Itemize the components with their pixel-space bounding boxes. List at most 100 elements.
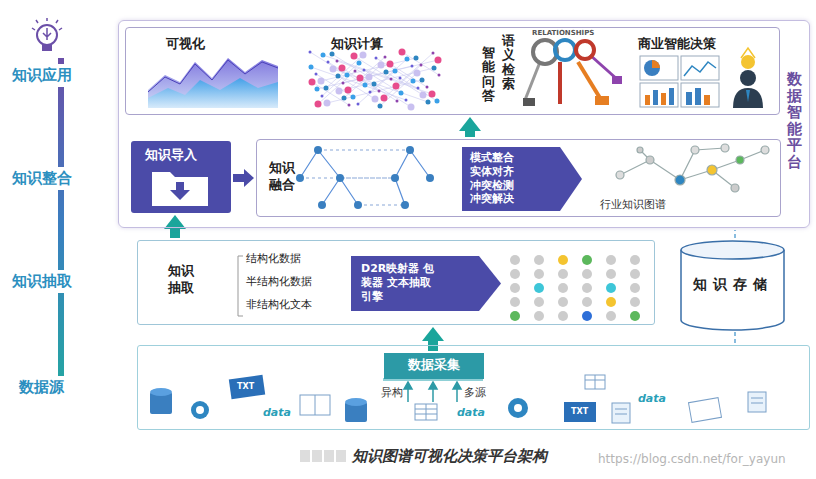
network-icon	[357, 61, 362, 66]
bulb-icon	[37, 25, 57, 45]
network-icon	[315, 101, 322, 108]
network-icon	[327, 80, 422, 103]
industry-graph-icon	[650, 160, 680, 180]
network-icon	[381, 95, 388, 102]
network-icon	[399, 91, 404, 96]
network-icon	[309, 79, 316, 86]
industry-graph-icon	[707, 165, 717, 175]
entity-dot-grid	[558, 269, 568, 279]
network-icon	[370, 59, 407, 92]
industry-graph-icon	[712, 160, 740, 170]
level-label: 知识应用	[10, 64, 74, 87]
entity-dot-grid	[534, 297, 544, 307]
network-icon	[348, 104, 351, 107]
source-box: TXTdata异构多源dataTXTdata数据采集	[137, 345, 810, 430]
bi-dashboard-icon	[686, 92, 692, 105]
source-icons	[426, 404, 427, 420]
source-icons	[585, 375, 605, 389]
connector-arrow	[734, 230, 735, 238]
bi-dashboard-icon	[653, 90, 658, 105]
source-icons	[300, 395, 330, 415]
caption-blur	[324, 450, 334, 462]
source-icons	[564, 402, 596, 422]
network-icon	[408, 104, 415, 111]
bi-dashboard-icon	[644, 60, 660, 76]
entity-dot-grid	[606, 269, 616, 279]
node-text: data	[457, 406, 485, 420]
network-icon	[390, 78, 393, 81]
network-icon	[363, 83, 368, 88]
node-text: 可视化	[166, 36, 205, 52]
keys-icon	[590, 55, 618, 80]
network-icon	[321, 95, 324, 98]
industry-graph-icon	[616, 144, 769, 192]
caption: 知识图谱可视化决策平台架构	[352, 447, 547, 466]
entity-dot-grid	[582, 283, 592, 293]
source-icons	[345, 402, 367, 422]
network-icon	[390, 64, 427, 87]
network-icon	[364, 70, 401, 93]
connector-arrow	[734, 332, 735, 343]
network-icon	[378, 62, 385, 69]
network-icon	[378, 90, 381, 93]
caption-blur	[336, 450, 346, 462]
node-text: 知识计算	[331, 36, 383, 52]
network-icon	[312, 82, 349, 105]
entity-dot-grid	[630, 269, 640, 279]
folder-icon	[170, 182, 190, 200]
folder-icon	[152, 172, 208, 206]
network-icon	[411, 79, 416, 84]
network-icon	[378, 104, 383, 109]
node-text: 模式整合 实体对齐 冲突检测 冲突解决	[470, 151, 520, 206]
network-icon	[358, 71, 395, 104]
network-icon	[432, 66, 437, 71]
source-icons	[615, 414, 627, 415]
network-icon	[357, 103, 360, 106]
network-icon	[414, 56, 419, 61]
entity-dot-grid	[558, 297, 568, 307]
industry-graph-icon	[731, 184, 739, 192]
bi-dashboard-icon	[681, 83, 719, 107]
industry-graph-icon	[675, 175, 685, 185]
network-icon	[338, 76, 375, 99]
network-icon	[396, 100, 399, 103]
node-text: data	[638, 392, 666, 406]
network-icon	[339, 65, 346, 72]
bi-dashboard-icon	[669, 88, 674, 105]
network-icon	[336, 74, 341, 79]
collect-arrows	[453, 382, 461, 389]
keys-icon	[558, 62, 562, 104]
network-icon	[318, 71, 355, 104]
source-icons	[514, 404, 522, 412]
network-icon	[396, 53, 433, 86]
bulb-icon	[32, 18, 62, 30]
fusion-tree-nodes	[406, 146, 414, 154]
fusion-arrow: 模式整合 实体对齐 冲突检测 冲突解决	[462, 147, 582, 211]
entity-dot-grid	[582, 269, 592, 279]
bi-dashboard-icon	[640, 48, 763, 108]
source-icons	[150, 388, 172, 396]
industry-graph-icon	[680, 170, 712, 180]
watermark: https://blog.csdn.net/for_yayun	[598, 452, 786, 466]
network-icon	[357, 75, 364, 82]
fusion-tree-nodes	[314, 146, 322, 154]
network-icon	[323, 55, 418, 88]
source-icons	[688, 398, 721, 423]
entity-dot-grid	[534, 311, 544, 321]
entity-dot-grid	[606, 283, 616, 293]
bi-dashboard-icon	[741, 48, 755, 58]
network-icon	[426, 86, 429, 89]
collect-arrows	[432, 388, 434, 402]
fusion-tree-icon	[300, 150, 410, 205]
extraction-arrow: D2R映射器 包装器 文本抽取引擎	[351, 256, 501, 311]
network-icon	[336, 60, 339, 63]
industry-graph-icon	[721, 144, 729, 152]
entity-dot-grid	[558, 283, 568, 293]
keys-icon	[595, 96, 609, 105]
node-text: 商业智能决策	[638, 36, 716, 52]
collect-box: 数据采集	[384, 353, 484, 379]
arrow-shape	[462, 147, 582, 211]
source-icons	[191, 401, 209, 419]
bulb-icon	[32, 18, 62, 51]
network-icon	[393, 69, 398, 74]
